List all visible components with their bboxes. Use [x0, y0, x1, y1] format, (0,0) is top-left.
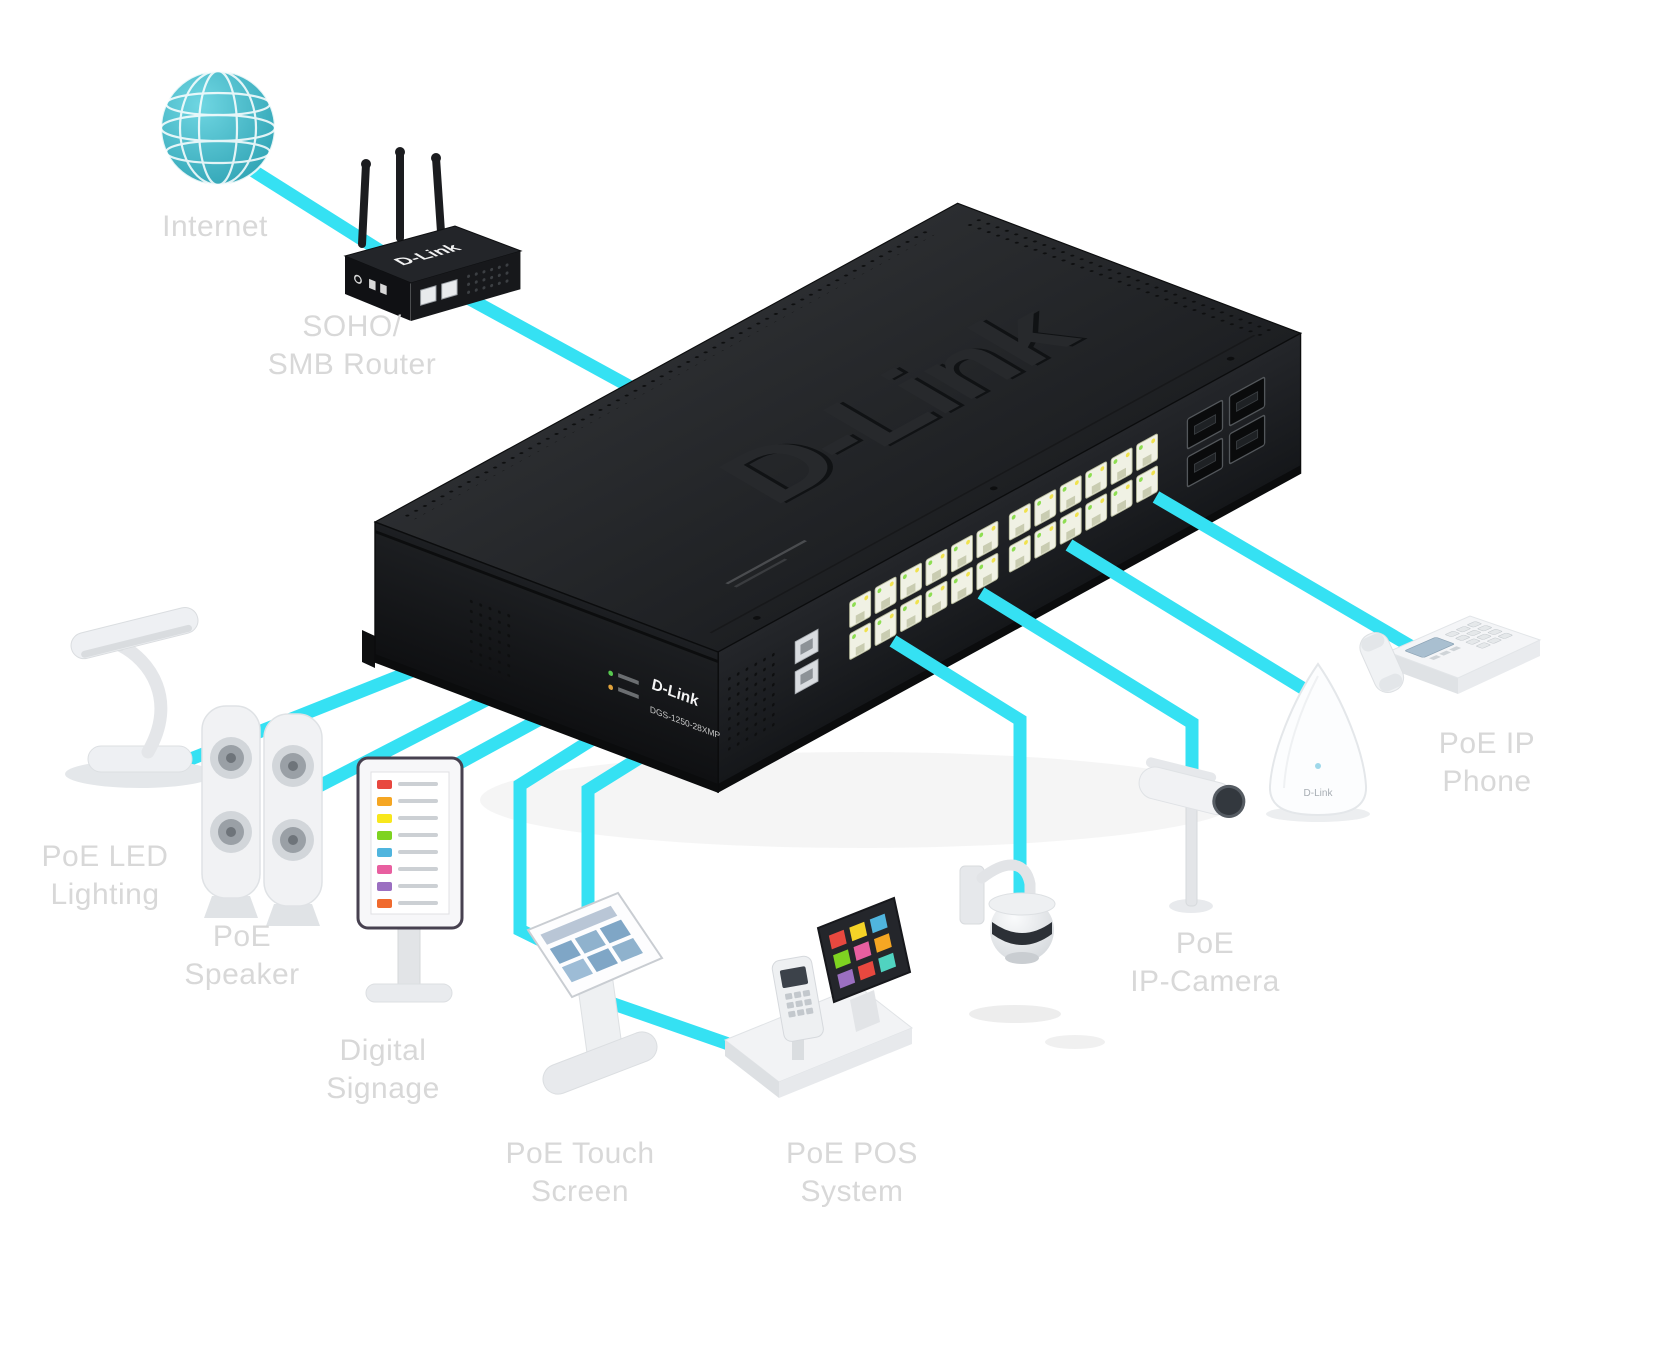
label-internet: Internet: [162, 210, 268, 243]
dome-camera-arm: [976, 859, 1036, 904]
switch-led-indicator-2: [608, 684, 614, 690]
switch-rack-ear: [362, 630, 375, 668]
poe-ip-phone: [1359, 615, 1542, 694]
router-front-face: [345, 256, 411, 321]
signage-screen-content: [377, 780, 438, 908]
poe-pos-system: [724, 896, 913, 1098]
poe-dome-camera: [959, 859, 1056, 964]
switch-vent-grille: [725, 649, 778, 759]
camera-shadow: [969, 1005, 1061, 1023]
switch-front-vent: [463, 595, 517, 680]
link-switch-dome-camera: [889, 635, 1027, 905]
router-antennas: [358, 148, 445, 248]
phone-display: [1405, 637, 1455, 658]
access-point-logo: D-Link: [1304, 788, 1334, 799]
lamp-arm: [113, 638, 168, 759]
router-vent-grille: [467, 263, 509, 294]
label-pos-system: PoE POS System: [786, 1137, 918, 1209]
pos-screen-tiles: [828, 913, 897, 989]
link-switch-access-point: [1065, 539, 1326, 706]
label-router: SOHO/ SMB Router: [267, 310, 437, 382]
internet-globe: [159, 69, 277, 187]
label-speaker: PoE Speaker: [184, 920, 300, 992]
poe-switch: D-Link D-Link: [362, 202, 1303, 794]
link-internet-router: [248, 164, 402, 268]
management-ports: [794, 628, 819, 695]
phone-keypad: [1445, 621, 1513, 649]
label-ip-camera: PoE IP-Camera: [1130, 927, 1280, 999]
switch-port-face: [717, 332, 1302, 794]
link-switch-pos: [581, 736, 763, 1062]
wireless-access-point: D-Link: [1266, 662, 1370, 822]
poe-speakers: [201, 705, 323, 926]
switch-shadow: [480, 752, 1240, 848]
pos-card-reader: [771, 955, 824, 1042]
bullet-camera-body: [1138, 757, 1246, 818]
label-led-lighting: PoE LED Lighting: [41, 840, 169, 912]
router-top-face: [343, 225, 523, 284]
poe-bullet-camera: [1138, 757, 1246, 913]
poe-touch-screen-kiosk: [526, 891, 664, 1095]
soho-router: D-Link: [343, 147, 523, 321]
access-point-body: [1268, 662, 1368, 817]
poe-led-lamp: [65, 606, 215, 788]
bullet-camera-lens: [1212, 784, 1246, 818]
signage-screen: [370, 771, 450, 915]
access-point-led: [1315, 763, 1321, 769]
touch-screen-content: [540, 905, 643, 983]
dome-camera-lens-band: [992, 922, 1052, 945]
speaker-right: [263, 713, 323, 926]
digital-signage-kiosk: [356, 756, 464, 1003]
label-digital-signage: Digital Signage: [326, 1034, 440, 1106]
camera-shadow-2: [1045, 1035, 1105, 1049]
speaker-left: [201, 705, 261, 918]
router-port-face: [411, 251, 521, 321]
phone-handset: [1359, 632, 1405, 693]
phone-deck: [1405, 621, 1513, 661]
label-touch-screen: PoE Touch Screen: [505, 1137, 655, 1209]
label-ip-phone: PoE IP Phone: [1438, 727, 1536, 799]
switch-front-face: D-Link DGS-1250-28XMP: [374, 520, 720, 794]
link-switch-ip-phone: [1152, 491, 1452, 674]
switch-led-indicator: [608, 670, 614, 676]
lamp-head: [70, 606, 199, 660]
